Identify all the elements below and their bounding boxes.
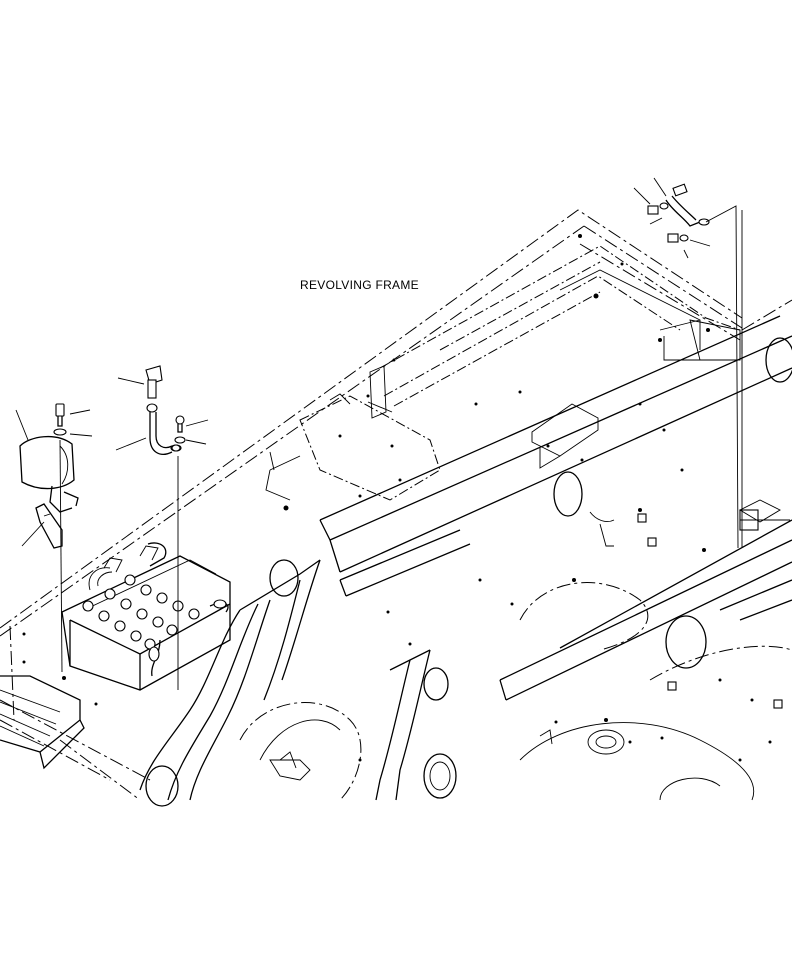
frame-deck-plates [265, 245, 741, 501]
battery-assembly [0, 542, 231, 781]
leader-lines [15, 177, 743, 690]
step-plate [0, 675, 85, 770]
revolving-frame-label: REVOLVING FRAME [300, 278, 419, 292]
cover-bolt-set [53, 403, 186, 452]
frame-beams [319, 315, 792, 701]
battery-cable-part [145, 365, 181, 455]
frame-side-rails [139, 337, 792, 807]
revolving-frame-outline [0, 209, 792, 801]
frame-clips [269, 401, 790, 769]
ground-strap-part [647, 183, 710, 243]
battery-cover-part [19, 436, 79, 549]
swing-circle-area [239, 582, 792, 801]
frame-bolt-holes [22, 234, 772, 762]
